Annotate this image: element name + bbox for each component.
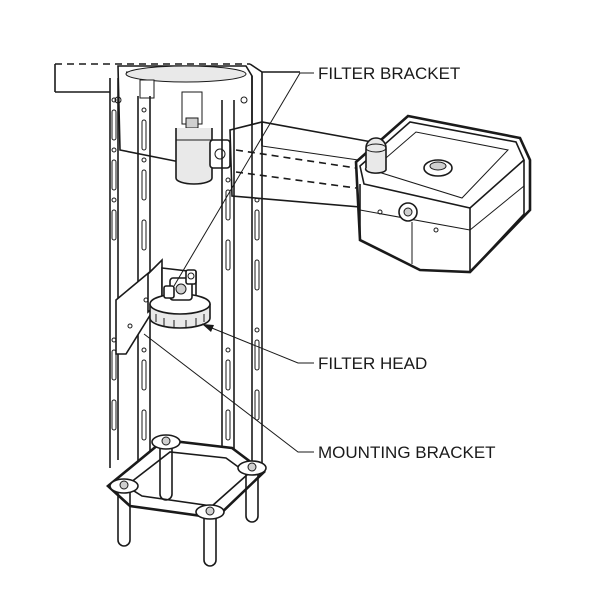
filter-head-label: FILTER HEAD — [318, 354, 427, 373]
leader-lines — [143, 72, 314, 453]
filter-bracket-label: FILTER BRACKET — [318, 64, 460, 83]
filter-head-arrowhead — [202, 324, 214, 332]
horizontal-arm — [229, 121, 373, 209]
mounting-bracket-leader — [143, 333, 314, 453]
filter-bracket-leader — [173, 72, 314, 287]
filter-head-leader — [201, 323, 314, 364]
filter-head — [149, 269, 211, 329]
fountain-bowl — [354, 114, 532, 274]
vertical-frame — [109, 72, 263, 500]
mounting-bracket-label: MOUNTING BRACKET — [318, 443, 496, 462]
valve-housing — [114, 65, 253, 185]
base-frame — [106, 434, 267, 567]
